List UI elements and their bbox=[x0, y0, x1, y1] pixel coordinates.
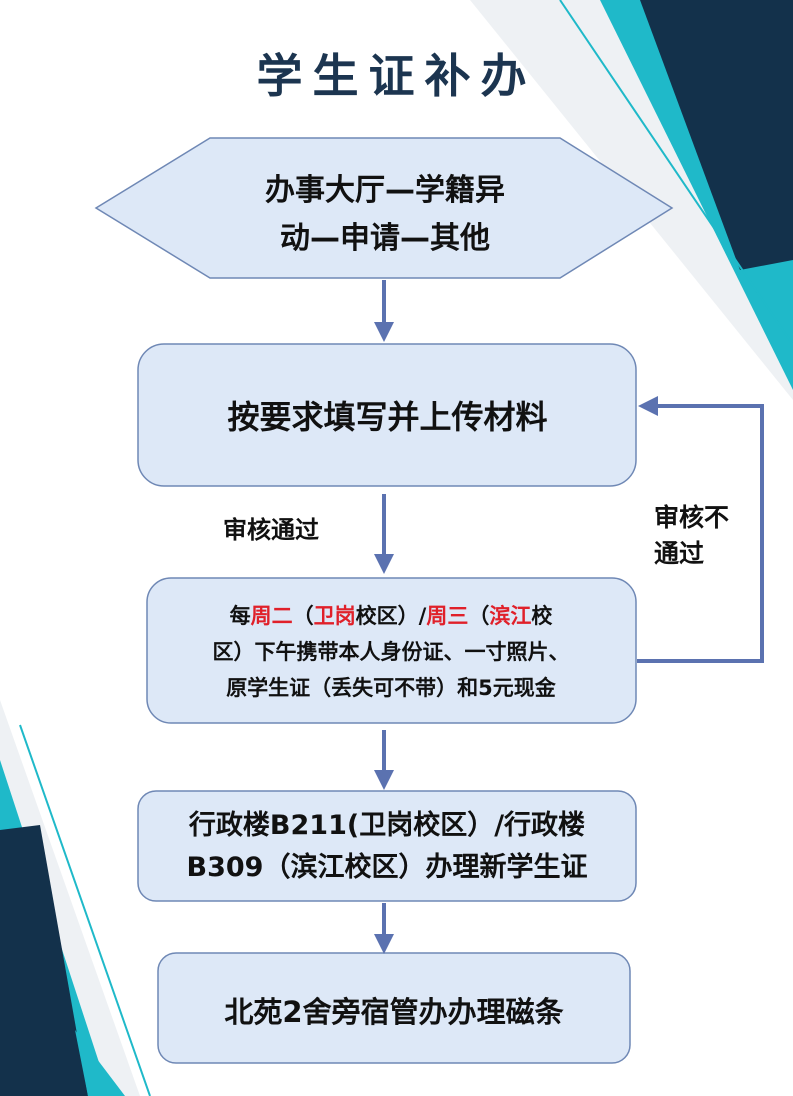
step-visit-seg7: （ bbox=[468, 604, 490, 628]
arrow-fail-loop bbox=[637, 396, 764, 663]
deco-bottom-left-cyan-tip bbox=[75, 1030, 125, 1096]
step-visit-seg5: 校区）/ bbox=[355, 604, 427, 628]
step-visit-line3: 原学生证（丢失可不带）和5元现金 bbox=[226, 676, 556, 700]
deco-top-right-line bbox=[559, 0, 793, 346]
label-review-failed-line1: 审核不 bbox=[654, 503, 730, 532]
step-visit-seg3: （ bbox=[292, 604, 314, 628]
label-review-failed: 审核不 通过 bbox=[654, 500, 764, 572]
step-office: 行政楼B211(卫岗校区）/行政楼 B309（滨江校区）办理新学生证 bbox=[140, 797, 634, 897]
step-visit-seg8: 滨江 bbox=[489, 604, 532, 628]
step-fill: 按要求填写并上传材料 bbox=[227, 398, 548, 436]
page-title: 学生证补办 bbox=[256, 49, 537, 103]
step-office-shape bbox=[137, 790, 637, 902]
step-visit-seg1: 每 bbox=[229, 604, 251, 628]
step-visit-seg4: 卫岗 bbox=[313, 604, 356, 628]
deco-bottom-left-navy bbox=[0, 825, 88, 1096]
step-visit-line1: 每周二（卫岗校区）/周三（滨江校 bbox=[213, 598, 570, 634]
step-visit-seg6: 周三 bbox=[426, 604, 469, 628]
step-visit-seg2: 周二 bbox=[250, 604, 293, 628]
step-visit: 每周二（卫岗校区）/周三（滨江校 区）下午携带本人身份证、一寸照片、 原学生证（… bbox=[150, 585, 632, 719]
step-hall-line1: 办事大厅—学籍异 bbox=[265, 173, 505, 208]
step-office-line1: 行政楼B211(卫岗校区）/行政楼 bbox=[188, 810, 586, 841]
label-review-failed-line2: 通过 bbox=[654, 539, 705, 568]
label-review-passed: 审核通过 bbox=[223, 516, 319, 544]
step-visit-seg9: 校 bbox=[531, 604, 553, 628]
step-visit-shape bbox=[146, 577, 637, 724]
deco-bottom-left-line bbox=[19, 724, 151, 1096]
step-magnet: 北苑2舍旁宿管办办理磁条 bbox=[224, 995, 564, 1029]
step-hall-shape bbox=[94, 137, 674, 279]
step-hall-line2: 动—申请—其他 bbox=[280, 221, 490, 256]
step-office-line2: B309（滨江校区）办理新学生证 bbox=[186, 852, 588, 883]
step-magnet-shape bbox=[157, 952, 631, 1064]
deco-top-right-navy bbox=[640, 0, 793, 270]
step-fill-shape bbox=[137, 343, 637, 487]
step-hall: 办事大厅—学籍异 动—申请—其他 bbox=[190, 160, 580, 270]
step-visit-line2: 区）下午携带本人身份证、一寸照片、 bbox=[212, 640, 570, 664]
